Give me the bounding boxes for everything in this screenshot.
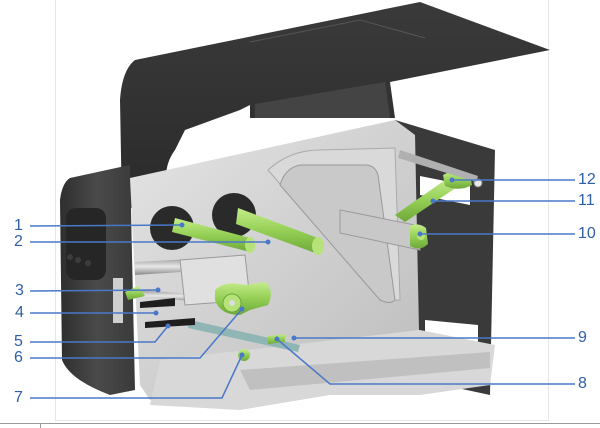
leader-8: [276, 338, 575, 385]
callout-label-11: 11: [578, 192, 595, 209]
platen-roller: [188, 320, 300, 352]
gear-icon: [150, 206, 194, 250]
panel-button-icon: [75, 257, 81, 263]
panel-button-icon: [67, 254, 73, 260]
callout-label-2: 2: [14, 233, 23, 250]
printhead-release-lever: [215, 282, 271, 315]
image-frame-bottom: [55, 420, 549, 421]
ribbon-supply-spindle: [236, 208, 324, 255]
leader-5: [30, 325, 169, 343]
leader-1: [29, 224, 183, 227]
callout-label-4: 4: [15, 304, 24, 321]
callout-label-1: 1: [14, 217, 23, 234]
leader-7: [30, 354, 243, 399]
panel-button-icon: [85, 260, 91, 266]
leader-6: [30, 308, 243, 359]
media-guide-arm: [395, 178, 460, 222]
image-frame-right: [548, 0, 549, 420]
callout-label-5: 5: [14, 333, 23, 350]
table-top-border: [0, 423, 600, 424]
callout-label-12: 12: [578, 171, 596, 188]
callout-label-8: 8: [578, 375, 587, 392]
left-housing: [60, 165, 135, 395]
callout-label-10: 10: [578, 225, 596, 242]
top-cover: [120, 2, 550, 210]
callout-label-3: 3: [15, 282, 24, 299]
table-cell-divider: [40, 424, 41, 428]
control-panel: [66, 208, 106, 280]
callout-leaders: [29, 179, 575, 399]
callout-label-7: 7: [14, 389, 23, 406]
callout-dots: [153, 177, 455, 358]
callout-label-6: 6: [14, 349, 23, 366]
image-frame-left: [55, 0, 56, 420]
ribbon-rewind-spindle: [172, 218, 255, 253]
callout-label-9: 9: [578, 329, 587, 346]
leader-3: [29, 289, 159, 292]
